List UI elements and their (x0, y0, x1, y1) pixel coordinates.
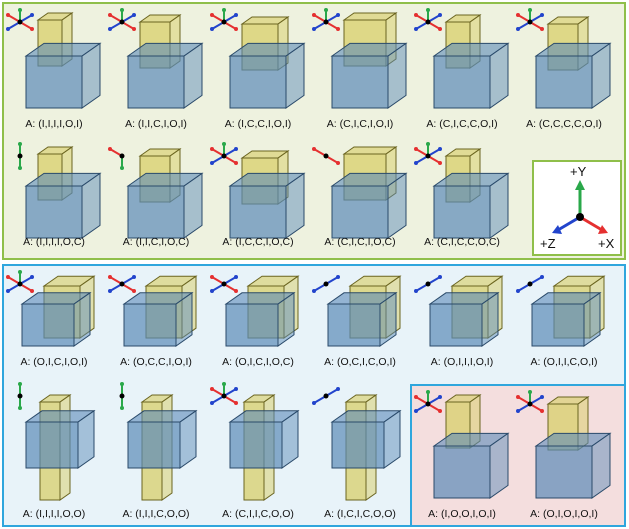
assembly-drawing (210, 382, 300, 501)
assembly-drawing (6, 270, 96, 347)
figure-caption: A: (I,C,C,I,O,I) (224, 118, 292, 130)
bottom-row2-figure-1: A: (I,I,I,I,O,O) (4, 380, 104, 522)
figure-caption: A: (O,I,I,C,O,I) (530, 356, 598, 368)
red-row-figure-2: A: (O,I,O,I,O,I) (514, 388, 614, 522)
figure-caption: A: (O,I,I,I,O,I) (430, 356, 494, 368)
figure-caption: A: (I,I,C,I,O,C) (122, 236, 190, 248)
assembly-drawing (414, 275, 504, 347)
assembly-drawing (414, 142, 510, 239)
bottom-row1-figure-3: A: (O,I,C,I,O,C) (208, 268, 308, 370)
figure-caption: A: (C,I,I,C,O,O) (222, 508, 294, 520)
figure-caption: A: (O,C,I,C,O,I) (324, 356, 396, 368)
assembly-drawing (108, 275, 198, 347)
figure-caption: A: (I,C,C,I,O,C) (222, 236, 294, 248)
figure-caption: A: (I,I,I,I,O,I) (25, 118, 83, 130)
top-row2-figure-3: A: (I,C,C,I,O,C) (208, 140, 308, 250)
assembly-drawing (108, 8, 204, 109)
figure-caption: A: (I,C,I,C,O,O) (324, 508, 396, 520)
top-panel (2, 2, 626, 260)
figure-caption: A: (O,I,O,I,O,I) (530, 508, 598, 520)
top-row1-figure-3: A: (I,C,C,I,O,I) (208, 6, 308, 132)
figure-caption: A: (I,I,I,I,O,O) (22, 508, 86, 520)
bottom-row1-figure-6: A: (O,I,I,C,O,I) (514, 268, 614, 370)
figure-caption: A: (O,I,C,I,O,I) (20, 356, 88, 368)
bottom-row1-figure-4: A: (O,C,I,C,O,I) (310, 268, 410, 370)
figure-caption: A: (I,I,I,I,O,C) (23, 236, 85, 248)
bottom-row2-figure-2: A: (I,I,I,C,O,O) (106, 380, 206, 522)
assembly-drawing (210, 275, 300, 347)
figure-caption: A: (C,I,C,I,O,I) (326, 118, 394, 130)
figure-caption: A: (C,I,C,I,O,C) (324, 236, 396, 248)
assembly-drawing (312, 387, 402, 501)
top-row2-figure-1: A: (I,I,I,I,O,C) (4, 140, 104, 250)
legend-z-label: +Z (540, 236, 556, 251)
assembly-drawing (312, 146, 408, 239)
assembly-drawing (17, 382, 96, 501)
legend-x-label: +X (598, 236, 615, 251)
assembly-drawing (414, 390, 510, 499)
assembly-drawing (312, 8, 408, 109)
assembly-drawing (108, 147, 204, 239)
assembly-drawing (312, 275, 402, 347)
legend-axes-icon (552, 180, 608, 234)
legend-y-label: +Y (570, 164, 587, 179)
top-row1-figure-5: A: (C,I,C,C,O,I) (412, 6, 512, 132)
top-row1-figure-4: A: (C,I,C,I,O,I) (310, 6, 410, 132)
top-row1-figure-6: A: (C,C,C,C,O,I) (514, 6, 614, 132)
top-row1-figure-1: A: (I,I,I,I,O,I) (4, 6, 104, 132)
top-row2-figure-2: A: (I,I,C,I,O,C) (106, 140, 206, 250)
bottom-row2-figure-4: A: (I,C,I,C,O,O) (310, 380, 410, 522)
figure-caption: A: (C,I,C,C,O,I) (426, 118, 498, 130)
bottom-row1-figure-5: A: (O,I,I,I,O,I) (412, 268, 512, 370)
figure-caption: A: (C,C,C,C,O,I) (526, 118, 602, 130)
assembly-drawing (119, 382, 198, 501)
top-row2-figure-4: A: (C,I,C,I,O,C) (310, 140, 410, 250)
red-row-figure-1: A: (I,O,O,I,O,I) (412, 388, 512, 522)
assembly-drawing (414, 8, 510, 109)
top-row2-figure-5: A: (C,I,C,C,O,C) (412, 140, 512, 250)
figure-caption: A: (O,I,C,I,O,C) (222, 356, 294, 368)
top-row1-figure-2: A: (I,I,C,I,O,I) (106, 6, 206, 132)
assembly-drawing (210, 8, 306, 109)
assembly-drawing (17, 142, 102, 239)
bottom-row1-figure-1: A: (O,I,C,I,O,I) (4, 268, 104, 370)
assembly-drawing (210, 142, 306, 239)
bottom-row1-figure-2: A: (O,C,C,I,O,I) (106, 268, 206, 370)
assembly-drawing (516, 390, 612, 499)
bottom-row2-figure-3: A: (C,I,I,C,O,O) (208, 380, 308, 522)
figure-caption: A: (C,I,C,C,O,C) (424, 236, 500, 248)
figure-caption: A: (I,I,I,C,O,O) (122, 508, 190, 520)
axis-legend: +Y +Z +X (532, 160, 622, 256)
figure-caption: A: (O,C,C,I,O,I) (120, 356, 192, 368)
assembly-drawing (516, 275, 606, 347)
assembly-drawing (6, 8, 102, 109)
figure-caption: A: (I,O,O,I,O,I) (428, 508, 496, 520)
assembly-drawing (516, 8, 612, 109)
figure-caption: A: (I,I,C,I,O,I) (125, 118, 187, 130)
